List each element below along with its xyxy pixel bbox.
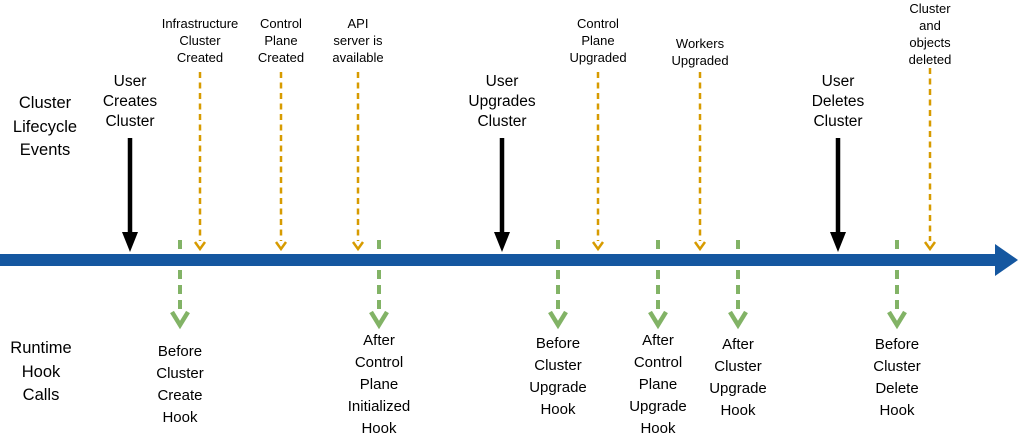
event-label-cluster-objects-deleted: Cluster and objects deleted [908, 1, 952, 67]
hook-arrow-before-cluster-create [170, 240, 190, 330]
milestone-arrow-infrastructure-cluster-created [193, 72, 207, 252]
hook-label-before-cluster-delete: Before Cluster Delete Hook [873, 336, 921, 419]
section-label-runtime-hooks: Runtime Hook Calls [10, 339, 72, 404]
milestone-arrow-control-plane-created [274, 72, 288, 252]
hook-arrow-after-control-plane-upgrade [648, 240, 668, 330]
hook-arrow-after-cluster-upgrade [728, 240, 748, 330]
hook-label-before-cluster-create: Before Cluster Create Hook [156, 343, 204, 426]
hook-label-before-cluster-upgrade: Before Cluster Upgrade Hook [529, 335, 587, 418]
milestone-arrow-api-server-available [351, 72, 365, 252]
user-arrow-creates-cluster [122, 138, 138, 252]
hook-label-after-control-plane-upgrade: After Control Plane Upgrade Hook [629, 332, 687, 437]
hook-arrow-before-cluster-delete [887, 240, 907, 330]
event-label-workers-upgraded: Workers Upgraded [671, 36, 729, 68]
section-label-lifecycle-events: Cluster Lifecycle Events [12, 94, 78, 159]
user-arrow-deletes-cluster [830, 138, 846, 252]
milestone-arrow-cluster-objects-deleted [923, 68, 937, 252]
hook-arrow-after-control-plane-initialized [369, 240, 389, 330]
timeline-arrow [0, 244, 1018, 276]
event-label-infrastructure-cluster-created: Infrastructure Cluster Created [161, 16, 239, 65]
event-label-user-deletes-cluster: User Deletes Cluster [811, 73, 865, 130]
hook-label-after-control-plane-initialized: After Control Plane Initialized Hook [347, 332, 411, 437]
hook-label-after-cluster-upgrade: After Cluster Upgrade Hook [709, 336, 767, 419]
event-label-user-upgrades-cluster: User Upgrades Cluster [468, 73, 536, 130]
event-label-control-plane-created: Control Plane Created [257, 16, 305, 65]
milestone-arrow-control-plane-upgraded [591, 72, 605, 252]
event-label-api-server-available: API server is available [332, 16, 384, 65]
event-label-control-plane-upgraded: Control Plane Upgraded [569, 16, 627, 65]
event-label-user-creates-cluster: User Creates Cluster [102, 73, 158, 130]
hook-arrow-before-cluster-upgrade [548, 240, 568, 330]
user-arrow-upgrades-cluster [494, 138, 510, 252]
milestone-arrow-workers-upgraded [693, 72, 707, 252]
